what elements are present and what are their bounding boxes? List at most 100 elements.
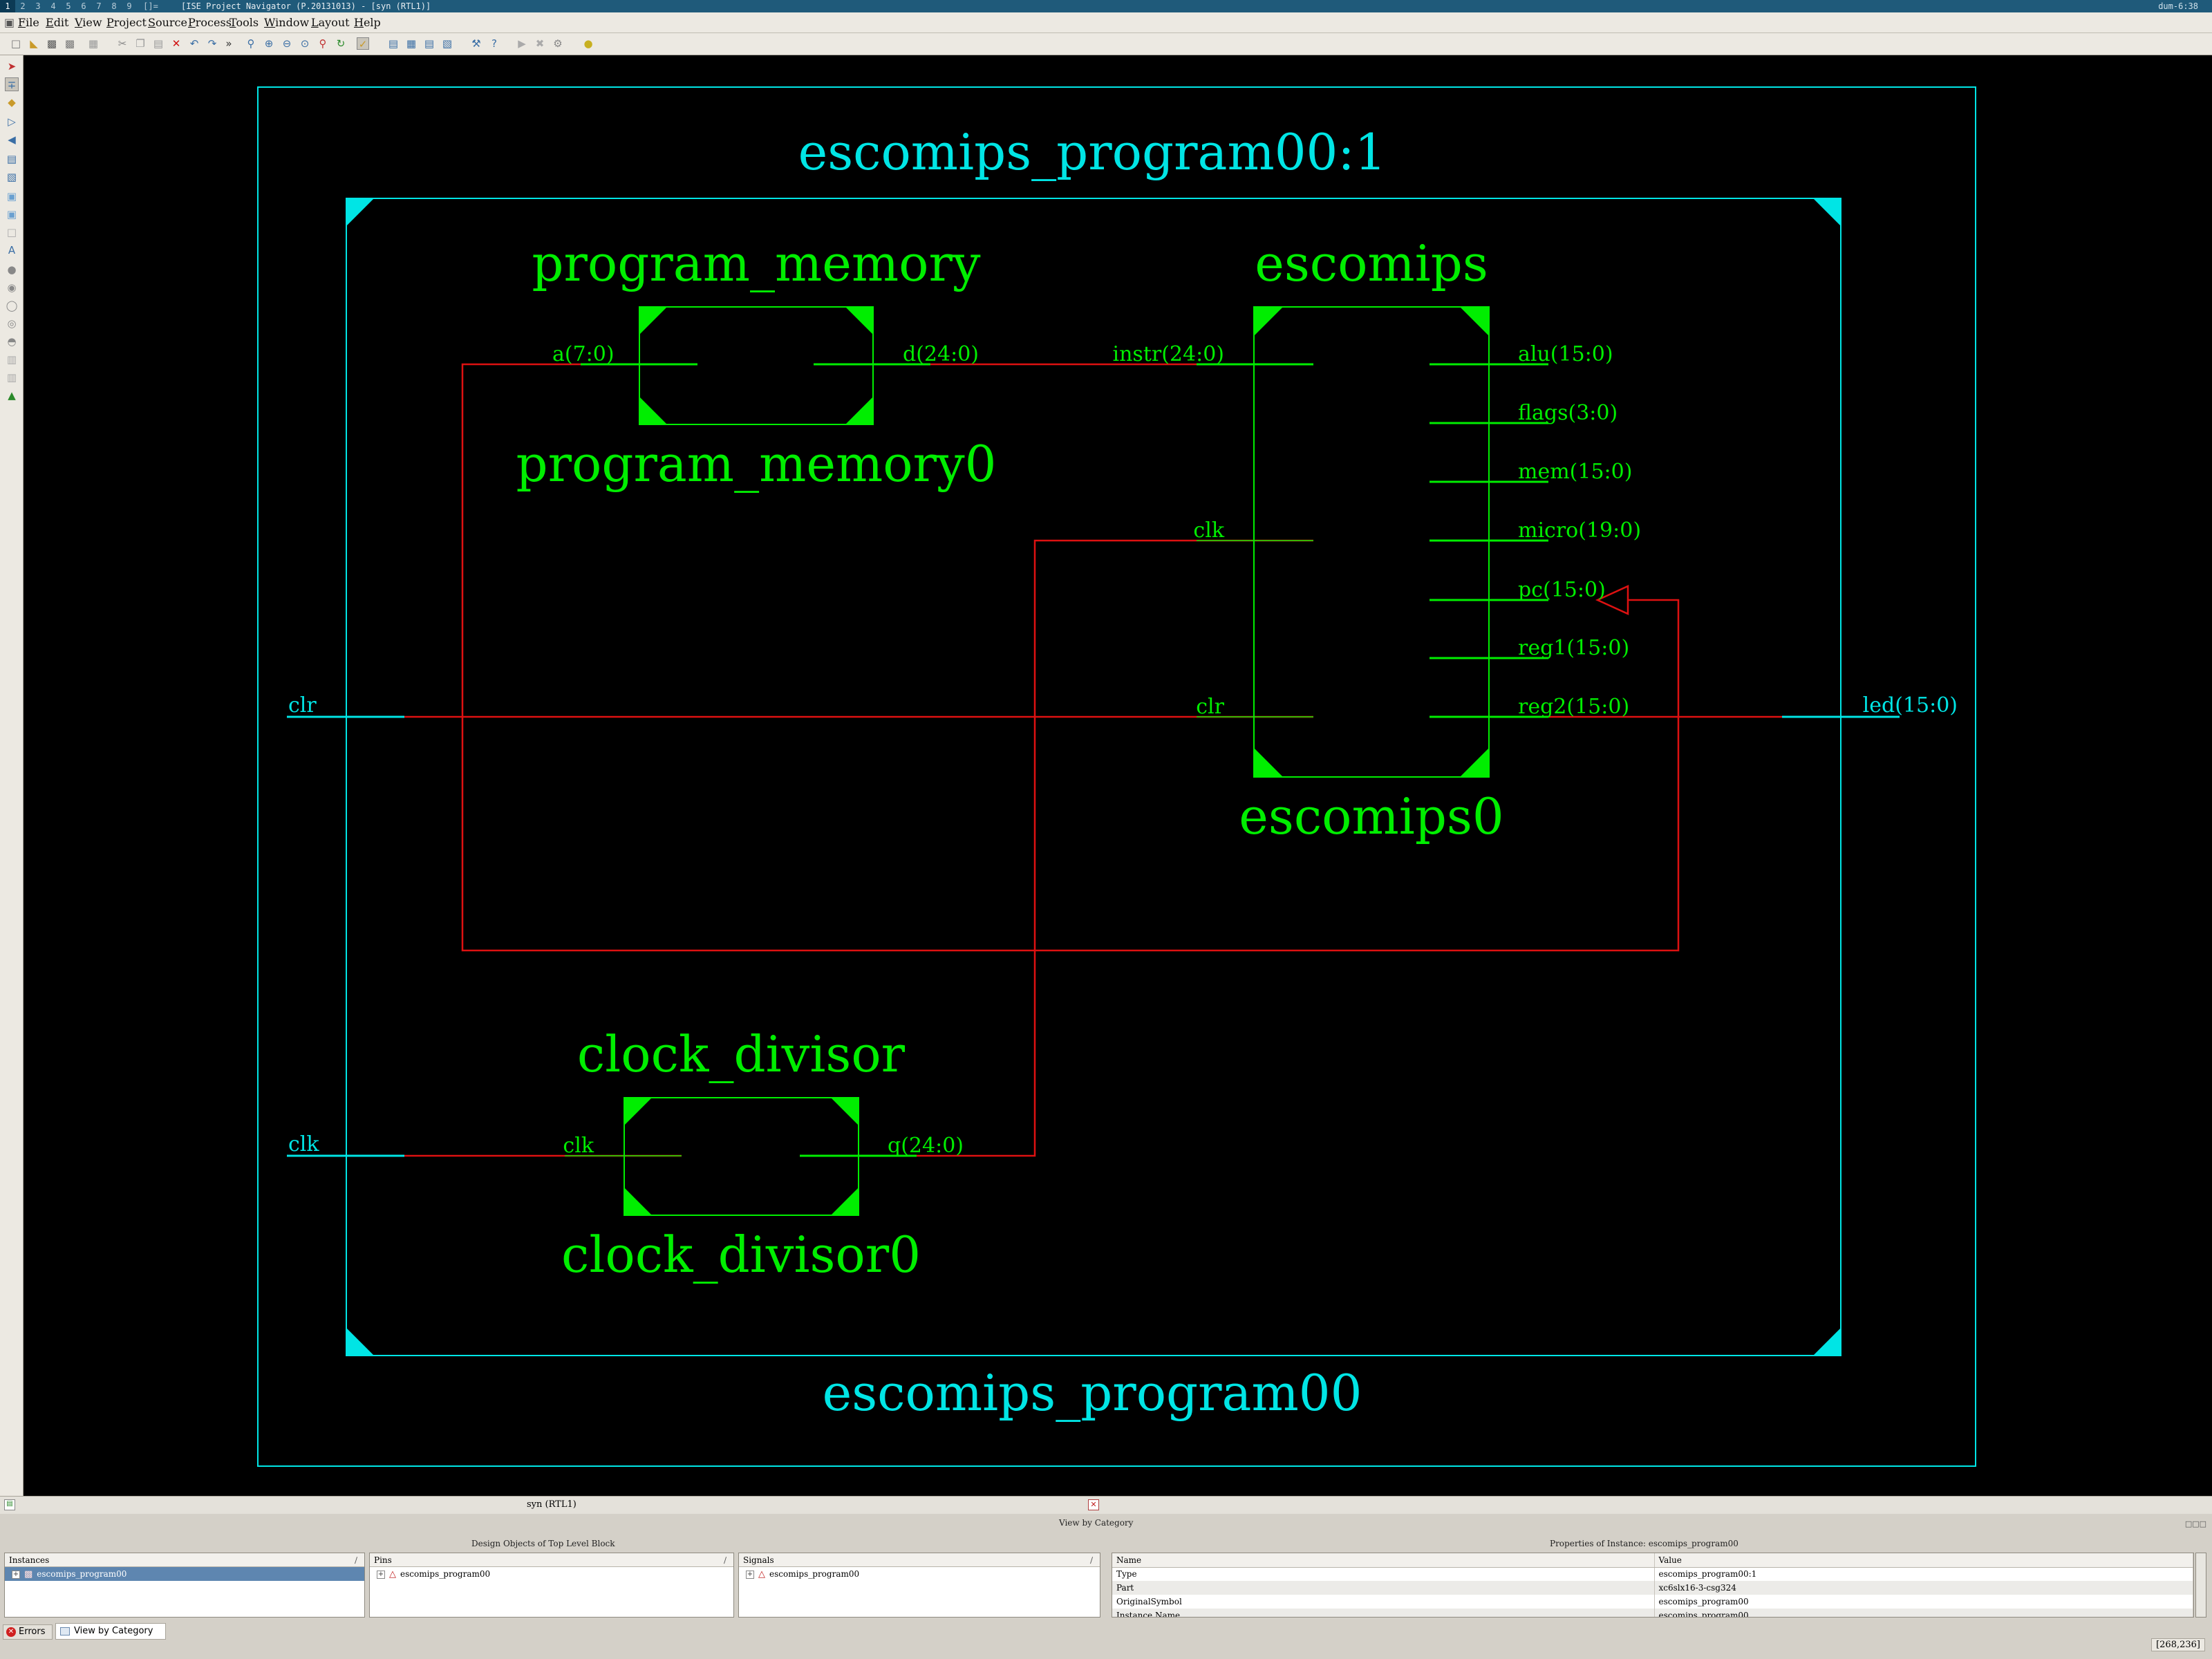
- port-clr-label[interactable]: clr: [288, 693, 317, 718]
- hint-icon[interactable]: ●: [583, 37, 593, 50]
- view-by-category-tab[interactable]: View by Category: [55, 1623, 166, 1640]
- pin-flags-label[interactable]: flags(3:0): [1518, 401, 1618, 425]
- zoom-area-icon[interactable]: ⚲: [319, 37, 327, 50]
- window-tile-icon[interactable]: ▤: [388, 37, 399, 50]
- settings-icon[interactable]: ⚙: [553, 37, 563, 50]
- check-icon[interactable]: ▲: [8, 389, 16, 402]
- expand-icon[interactable]: +: [746, 1570, 754, 1579]
- table-row[interactable]: Type escomips_program00:1: [1112, 1567, 2193, 1581]
- fit-icon[interactable]: ◓: [7, 335, 17, 348]
- workspace-8[interactable]: 8: [111, 1, 117, 11]
- port-clk-label[interactable]: clk: [288, 1132, 319, 1156]
- arc-icon[interactable]: A: [8, 244, 16, 256]
- pin-mem-label[interactable]: mem(15:0): [1518, 460, 1632, 484]
- copy-icon[interactable]: ❐: [135, 37, 145, 50]
- workspace-2[interactable]: 2: [20, 1, 26, 11]
- pin-reg2-label[interactable]: reg2(15:0): [1518, 695, 1629, 719]
- workspace-7[interactable]: 7: [96, 1, 102, 11]
- pin-clk-label[interactable]: clk: [563, 1134, 594, 1158]
- schematic-canvas[interactable]: escomips_program00:1 escomips_program00 …: [24, 55, 2212, 1496]
- net-clk-div[interactable]: [800, 539, 1313, 1157]
- menu-view[interactable]: View: [75, 16, 102, 29]
- bus-tap-icon[interactable]: ●: [7, 263, 17, 276]
- menu-file[interactable]: File: [18, 16, 39, 29]
- rotate-icon[interactable]: ▤: [6, 153, 17, 165]
- zoom-icon[interactable]: ◎: [7, 317, 17, 330]
- tools-icon[interactable]: ⚒: [471, 37, 481, 50]
- pin-q-label[interactable]: q(24:0): [888, 1134, 964, 1158]
- save-icon[interactable]: ▩: [46, 37, 57, 50]
- instances-header[interactable]: Instances∕: [5, 1553, 364, 1567]
- workspace-3[interactable]: 3: [35, 1, 41, 11]
- add-net-icon[interactable]: ◆: [8, 96, 16, 109]
- open-icon[interactable]: ◣: [30, 37, 38, 50]
- add-wire-icon[interactable]: ∓: [5, 77, 19, 91]
- errors-tab[interactable]: ✕Errors: [3, 1624, 53, 1640]
- pin-d-label[interactable]: d(24:0): [903, 342, 979, 366]
- menu-source[interactable]: Source: [148, 16, 187, 29]
- sort-icon[interactable]: ∕: [723, 1555, 727, 1565]
- pin-icon[interactable]: ◉: [7, 281, 17, 294]
- expand-icon[interactable]: +: [377, 1570, 385, 1579]
- menu-tools[interactable]: Tools: [229, 16, 259, 29]
- save-all-icon[interactable]: ▩: [64, 37, 75, 50]
- delete-icon[interactable]: ✕: [171, 37, 181, 50]
- stop-icon[interactable]: ✖: [535, 37, 545, 50]
- pin-alu-label[interactable]: alu(15:0): [1518, 342, 1613, 366]
- menu-window[interactable]: Window: [264, 16, 310, 29]
- workspace-1[interactable]: 1: [0, 0, 15, 12]
- pin-clk-label[interactable]: clk: [1193, 518, 1224, 543]
- sheet-icon[interactable]: ◯: [6, 299, 18, 312]
- port-led-label[interactable]: led(15:0): [1863, 693, 1958, 718]
- close-tab-icon[interactable]: ✕: [1088, 1499, 1099, 1510]
- pin-pc-label[interactable]: pc(15:0): [1518, 578, 1606, 602]
- document-tab-label[interactable]: syn (RTL1): [527, 1499, 577, 1510]
- pin-clr-label[interactable]: clr: [1196, 695, 1224, 719]
- workspace-9[interactable]: 9: [126, 1, 132, 11]
- layout-indicator[interactable]: []=: [143, 1, 158, 11]
- pop-icon[interactable]: ▣: [6, 208, 17, 221]
- program-memory-body[interactable]: [639, 306, 874, 425]
- properties-col-value[interactable]: Value: [1654, 1553, 2193, 1568]
- app-menu-icon[interactable]: ▣: [4, 16, 15, 29]
- expand-icon[interactable]: +: [12, 1570, 20, 1579]
- list-item[interactable]: +△escomips_program00: [370, 1567, 733, 1581]
- sort-icon[interactable]: ∕: [1089, 1555, 1093, 1565]
- list-item[interactable]: +△escomips_program00: [739, 1567, 1100, 1581]
- window-cascade-icon[interactable]: ▦: [406, 37, 417, 50]
- pin-a-label[interactable]: a(7:0): [552, 342, 615, 366]
- properties-col-name[interactable]: Name: [1112, 1553, 1655, 1568]
- redo-icon[interactable]: ↷: [207, 37, 217, 50]
- print-icon[interactable]: ▦: [88, 37, 99, 50]
- net-pc[interactable]: [461, 363, 1680, 952]
- hierarchy-icon[interactable]: ▥: [6, 353, 17, 366]
- table-row[interactable]: Part xc6slx16-3-csg324: [1112, 1581, 2193, 1595]
- undo-icon[interactable]: ↶: [189, 37, 199, 50]
- pins-header[interactable]: Pins∕: [370, 1553, 733, 1567]
- add-io-icon[interactable]: ◀: [8, 133, 16, 146]
- add-symbol-icon[interactable]: ▷: [8, 115, 16, 128]
- zoom-out-icon[interactable]: ⊖: [282, 37, 292, 50]
- escomips-body[interactable]: [1253, 306, 1490, 778]
- run-icon[interactable]: ▶: [518, 37, 526, 50]
- clock-divisor-block[interactable]: clk q(24:0) clock_divisor clock_divisor0: [561, 1025, 964, 1284]
- help-icon[interactable]: ?: [491, 37, 497, 50]
- new-icon[interactable]: □: [10, 37, 21, 50]
- text-icon[interactable]: □: [6, 226, 17, 238]
- properties-scrollbar[interactable]: [2195, 1553, 2206, 1618]
- mirror-icon[interactable]: ▧: [6, 171, 17, 183]
- workspace-5[interactable]: 5: [66, 1, 71, 11]
- probe-icon[interactable]: ▥: [6, 371, 17, 384]
- cut-icon[interactable]: ✂: [118, 37, 127, 50]
- menu-help[interactable]: Help: [354, 16, 381, 29]
- menu-layout[interactable]: Layout: [311, 16, 350, 29]
- more-icon[interactable]: »: [225, 37, 232, 50]
- workspace-6[interactable]: 6: [81, 1, 86, 11]
- pin-reg1-label[interactable]: reg1(15:0): [1518, 636, 1629, 660]
- paste-icon[interactable]: ▤: [153, 37, 164, 50]
- program-memory-block[interactable]: a(7:0) d(24:0) program_memory program_me…: [516, 234, 997, 493]
- menu-process[interactable]: Process: [188, 16, 232, 29]
- table-row[interactable]: OriginalSymbol escomips_program00: [1112, 1595, 2193, 1609]
- menu-edit[interactable]: Edit: [46, 16, 69, 29]
- zoom-full-icon[interactable]: ⊙: [300, 37, 310, 50]
